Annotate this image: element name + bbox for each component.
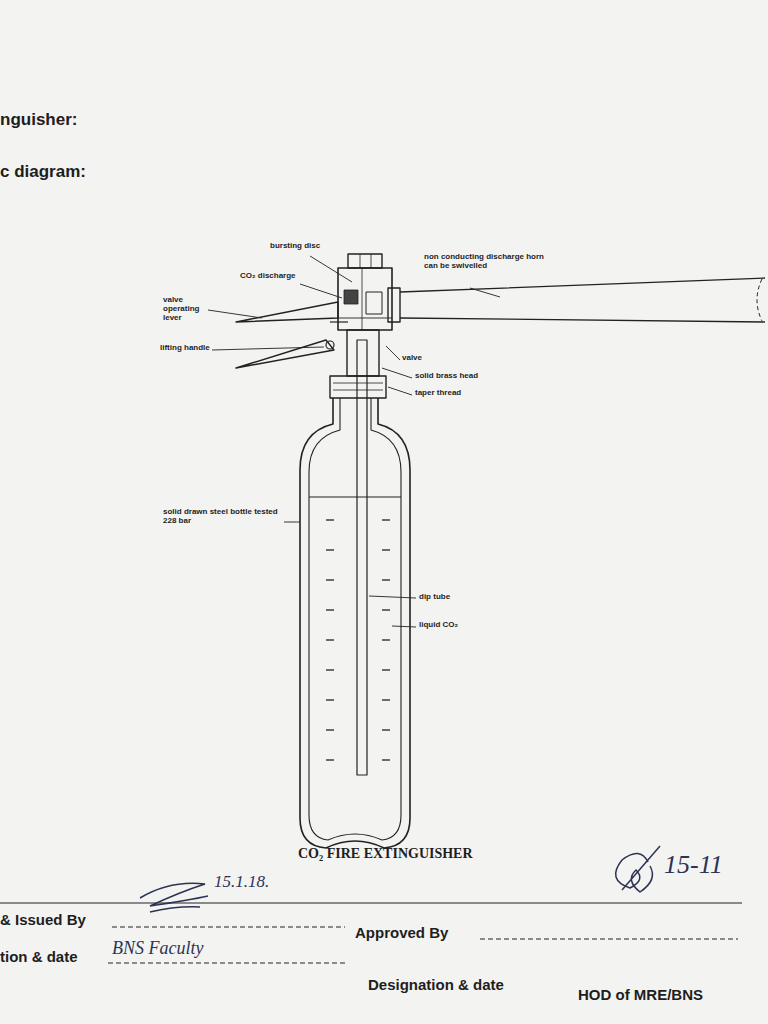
part-label: liquid CO₂	[419, 621, 458, 630]
discharge-horn	[400, 278, 765, 322]
bottle-inner-wall	[309, 398, 401, 840]
part-label: solid brass head	[415, 372, 478, 381]
bursting-disc-nut	[348, 254, 382, 268]
leader-lines	[208, 256, 500, 627]
form-field-label: Designation & date	[368, 977, 504, 994]
part-label: valve	[402, 354, 422, 363]
form-field-label: tion & date	[0, 949, 78, 966]
section-heading: c diagram:	[0, 162, 86, 181]
liquid-level	[309, 496, 401, 497]
form-field-label: HOD of MRE/BNS	[578, 987, 703, 1004]
operating-lever	[236, 302, 338, 322]
section-heading: nguisher:	[0, 110, 77, 129]
form-field-label: & Issued By	[0, 912, 86, 929]
neck-collar	[330, 376, 386, 398]
handwritten-date: 15.1.18.	[214, 872, 269, 891]
liquid-marks	[326, 520, 390, 760]
form-field-label: Approved By	[355, 925, 448, 942]
part-label: dip tube	[419, 593, 450, 602]
part-label: solid drawn steel bottle tested 228 bar	[163, 508, 281, 526]
brass-head	[347, 330, 379, 376]
bottle-outline	[300, 398, 410, 848]
part-label: taper thread	[415, 389, 461, 398]
horn-coupling	[388, 288, 400, 322]
figure-caption: CO₂ FIRE EXTINGUISHER	[298, 846, 473, 862]
part-label: CO₂ discharge	[240, 272, 296, 281]
part-label: non conducting discharge horn can be swi…	[424, 253, 554, 271]
handwritten-designation: BNS Faculty	[112, 938, 203, 958]
signatures	[140, 846, 660, 912]
part-label: valve operating lever	[163, 296, 211, 323]
part-label: lifting handle	[160, 344, 210, 353]
part-label: bursting disc	[270, 242, 320, 251]
lifting-handle	[236, 340, 334, 368]
form-rules	[0, 903, 742, 963]
valve-body	[338, 268, 392, 330]
dip-tube	[357, 340, 367, 775]
handwritten-date: 15-11	[664, 850, 723, 879]
